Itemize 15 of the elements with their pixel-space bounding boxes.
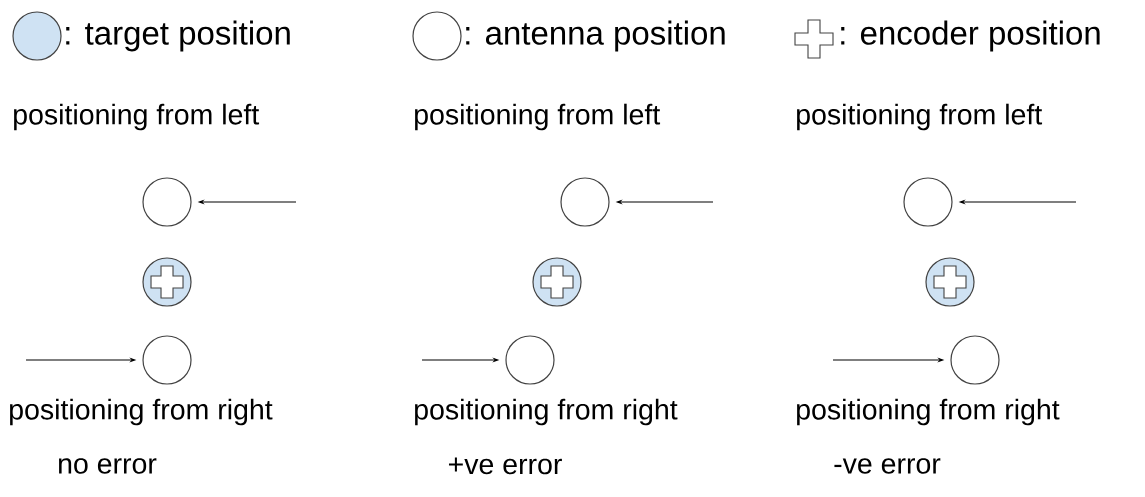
antenna-circle	[142, 177, 192, 227]
encoder-cross	[933, 265, 967, 299]
legend-text: : encoder position	[841, 20, 1100, 52]
antenna-circle	[903, 177, 953, 227]
antenna-circle	[142, 335, 192, 385]
antenna-circle	[505, 335, 555, 385]
caption: -ve error	[834, 458, 941, 474]
encoder-cross	[540, 265, 574, 299]
legend-text: : antenna position	[466, 20, 725, 52]
caption: +ve error	[449, 457, 562, 475]
antenna-circle	[950, 335, 1000, 385]
legend-text: : target position	[66, 20, 290, 52]
antenna-circle	[560, 177, 610, 227]
encoder-cross	[150, 265, 184, 299]
caption: no error	[59, 458, 157, 474]
